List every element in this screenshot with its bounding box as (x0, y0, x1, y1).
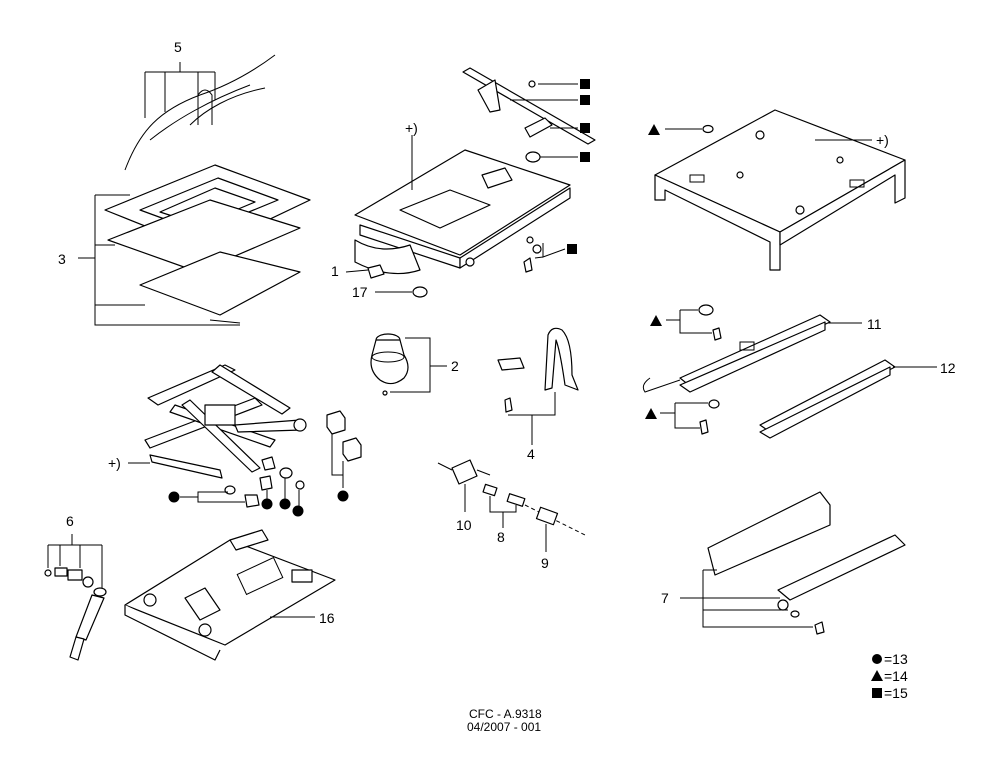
part-1-bumper (345, 264, 385, 279)
part-9-rod (524, 504, 586, 552)
part-11-rail (642, 314, 862, 393)
label-5: 5 (174, 39, 182, 55)
part-6-shock (44, 534, 107, 661)
label-11: 11 (867, 316, 882, 332)
label-10: 10 (456, 517, 472, 533)
part-12-rail (759, 359, 937, 439)
triangle-marker (645, 408, 657, 419)
part-4-strap (497, 327, 579, 445)
circle-marker (261, 498, 273, 510)
label-plus-scissor: +) (108, 455, 121, 471)
label-12: 12 (940, 360, 956, 376)
part-17-grommet (375, 286, 428, 298)
part-3-cushion-frames (78, 164, 311, 326)
circle-marker (279, 498, 291, 510)
label-17: 17 (352, 284, 368, 300)
label-6: 6 (66, 513, 74, 529)
label-16: 16 (319, 610, 335, 626)
legend-square-icon (872, 688, 882, 698)
footer-reference: CFC - A.9318 (469, 707, 542, 721)
part-8-pins (482, 483, 526, 528)
part-10-fitting (437, 459, 491, 512)
label-8: 8 (497, 529, 505, 545)
label-9: 9 (541, 555, 549, 571)
label-plus-top-center: +) (405, 120, 418, 136)
part-2-air-spring (370, 333, 447, 396)
label-1: 1 (331, 263, 339, 279)
legend-text-circle: =13 (884, 651, 908, 667)
part-16-base-frame (124, 529, 336, 661)
square-marker (580, 79, 590, 89)
top-right-base-plate (654, 109, 906, 271)
square-marker (580, 95, 590, 105)
legend-text-triangle: =14 (884, 668, 908, 684)
label-2: 2 (451, 358, 459, 374)
circle-marker (168, 491, 180, 503)
legend-text-square: =15 (884, 685, 908, 701)
label-4: 4 (527, 446, 535, 462)
legend-triangle-icon (871, 670, 883, 681)
top-seat-plate (354, 135, 571, 275)
stacked-blocks (326, 410, 362, 488)
circle-marker (337, 490, 349, 502)
label-plus-top-right: +) (876, 132, 889, 148)
label-3: 3 (58, 251, 66, 267)
triangle-marker (650, 315, 662, 326)
square-marker (567, 244, 577, 254)
label-7: 7 (661, 590, 669, 606)
scissor-small-parts (180, 456, 305, 508)
square-marker (580, 123, 590, 133)
rail-fasteners-bottom (660, 399, 720, 435)
legend: =13 =14 =15 (871, 651, 908, 701)
rail-fasteners-top (666, 304, 722, 341)
circle-marker (292, 505, 304, 517)
bolt-assembly (523, 236, 566, 273)
triangle-marker (648, 124, 660, 135)
footer-date-code: 04/2007 - 001 (467, 720, 541, 734)
square-marker (580, 152, 590, 162)
scissor-suspension (128, 364, 307, 479)
part-7-brackets (680, 491, 906, 635)
top-crossbar (462, 67, 596, 163)
part-5-cables (124, 54, 276, 171)
legend-circle-icon (872, 654, 882, 664)
